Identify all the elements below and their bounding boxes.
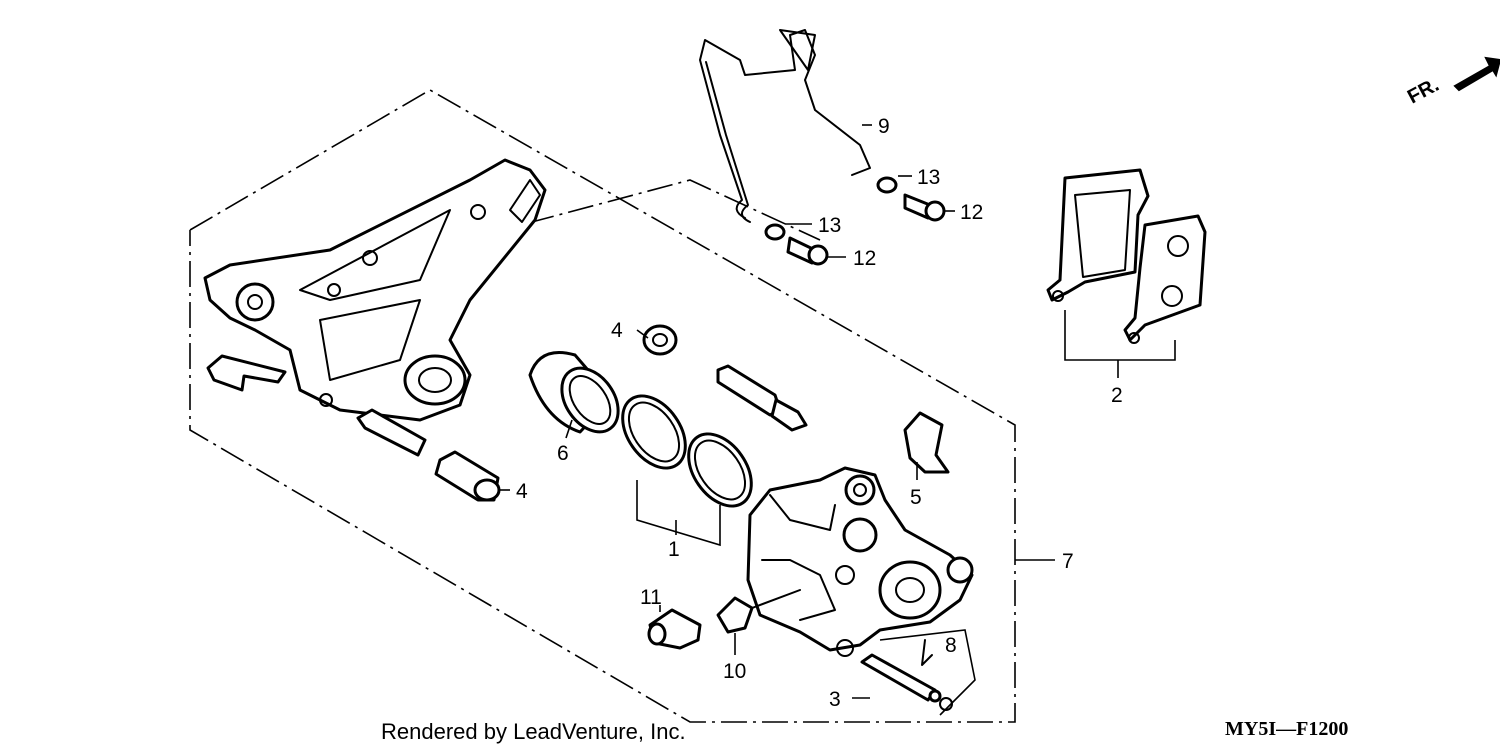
- callout-4-upper: 4: [611, 319, 623, 342]
- fr-label: FR.: [1404, 74, 1443, 109]
- callout-2: 2: [1111, 384, 1123, 407]
- bracket-pin-bolt: [356, 408, 501, 502]
- callout-4-lower: 4: [516, 480, 528, 503]
- callout-6: 6: [557, 442, 569, 465]
- callout-labels: 1 2 3 4 4 5 6 7 8 9 10 11 12 12 13 13: [516, 115, 1123, 711]
- washer-upper: [876, 176, 898, 194]
- callout-13-lower: 13: [818, 214, 841, 237]
- callout-1: 1: [668, 538, 680, 561]
- bolt-lower: [786, 236, 829, 266]
- bolt-upper: [903, 193, 946, 222]
- caliper-bracket: [203, 158, 547, 422]
- assembly-boundary: [189, 89, 1016, 723]
- piston-seal-set: [621, 394, 753, 508]
- pad-pin-clip: [879, 629, 976, 716]
- bleeder-valve: [716, 589, 801, 634]
- front-direction-indicator: FR.: [1404, 56, 1500, 109]
- callout-11: 11: [640, 586, 662, 609]
- diagram-code: MY5I—F1200: [1225, 718, 1348, 740]
- front-arrow-icon: [1453, 56, 1500, 92]
- pad-hanger-wire: [699, 29, 871, 223]
- caliper-body: [746, 466, 974, 657]
- leader-lines: [500, 124, 1176, 699]
- washer-lower: [764, 223, 786, 241]
- callout-13-upper: 13: [917, 166, 940, 189]
- pin-boot: [642, 324, 678, 356]
- pad-spring: [903, 411, 950, 474]
- callout-12-lower: 12: [853, 247, 876, 270]
- pad-retainer-clip: [206, 354, 287, 392]
- slide-pin: [716, 364, 808, 432]
- callout-5: 5: [910, 486, 922, 509]
- footer-credit: Rendered by LeadVenture, Inc.: [381, 719, 686, 744]
- piston: [528, 351, 620, 434]
- brake-pad-outer: [1123, 214, 1207, 344]
- callout-9: 9: [878, 115, 890, 138]
- callout-10: 10: [723, 660, 746, 683]
- brake-pad-inner: [1046, 168, 1150, 302]
- pad-pin: [860, 653, 942, 703]
- callout-12-upper: 12: [960, 201, 983, 224]
- callout-8: 8: [945, 634, 957, 657]
- callout-7: 7: [1062, 550, 1074, 573]
- bleeder-cap: [647, 608, 702, 650]
- callout-3: 3: [829, 688, 841, 711]
